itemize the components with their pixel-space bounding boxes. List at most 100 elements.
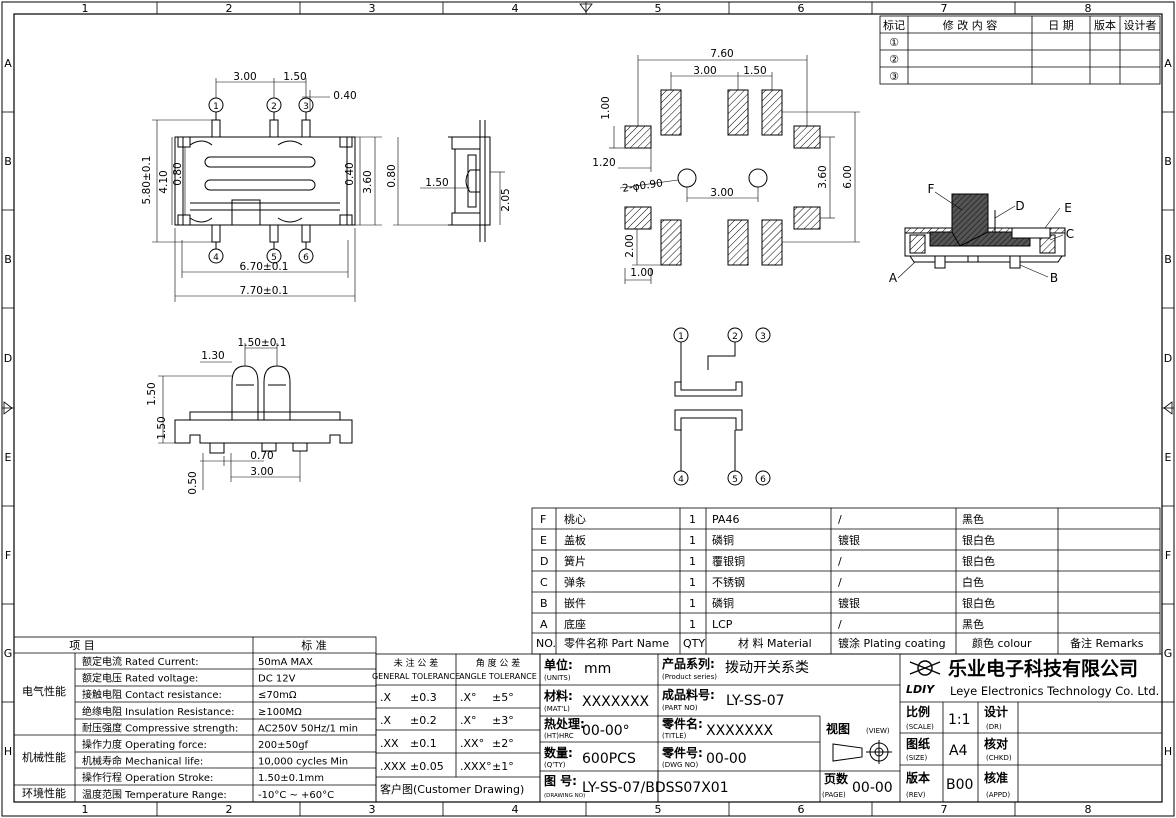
spec-value: ≥100MΩ: [258, 707, 302, 718]
spec-group-name: 环境性能: [22, 786, 66, 800]
company-name-en: Leye Electronics Technology Co. Ltd.: [950, 684, 1159, 698]
tolerance-angle: .X°: [460, 691, 477, 704]
part-no-sub: (PART NO): [662, 704, 698, 712]
dim-label: 0.80: [386, 164, 398, 187]
row-label: B: [4, 155, 12, 168]
spec-group-name: 电气性能: [22, 684, 66, 698]
row-label: D: [4, 352, 12, 365]
tolerance-general: .XX: [380, 737, 399, 750]
spec-value: -10°C ~ +60°C: [258, 790, 334, 801]
col-label: 7: [941, 2, 948, 15]
dim-label: 7.70±0.1: [240, 285, 289, 297]
row-label: A: [1164, 57, 1172, 70]
dim-label: 3.00: [250, 466, 273, 478]
spec-label: 绝缘电阻 Insulation Resistance:: [82, 705, 235, 718]
dim-label: 1.50: [425, 177, 448, 189]
tolerance-angle: .XXX°: [460, 760, 492, 773]
part-no-cell: B: [540, 597, 548, 610]
checked-label: 核对: [984, 736, 1008, 751]
col-label: 6: [798, 803, 805, 816]
part-material-cell: LCP: [712, 618, 733, 631]
spec-label: 温度范围 Temperature Range:: [82, 788, 227, 801]
part-qty-cell: 1: [689, 534, 696, 547]
pin-number: 4: [678, 475, 684, 485]
pin-number: 4: [213, 253, 219, 263]
heat-sub: (HT)HRC: [544, 732, 574, 740]
dim-label: 1.50±0.1: [238, 337, 287, 349]
parts-header: 材 料 Material: [738, 636, 812, 650]
part-no-cell: F: [540, 513, 546, 526]
tolerance-angle: .XX°: [460, 737, 484, 750]
dim-label: 3.60: [817, 165, 829, 188]
row-label: H: [1164, 745, 1172, 758]
dim-label: 6.00: [842, 165, 854, 188]
dim-label: 0.40: [333, 90, 356, 102]
dim-label: 7.60: [710, 48, 733, 60]
parts-header: QTY: [683, 637, 705, 650]
dim-label: 6.70±0.1: [240, 261, 289, 273]
scale-label: 比例: [906, 704, 930, 719]
size-label: 图纸: [906, 736, 930, 751]
col-label: 8: [1085, 803, 1092, 816]
rev-label: 版本: [906, 770, 930, 785]
spec-value: 10,000 cycles Min: [258, 757, 348, 768]
dim-label: 1.00: [600, 96, 612, 119]
spec-value: 50mA MAX: [258, 657, 313, 668]
spec-value: AC250V 50Hz/1 min: [258, 723, 358, 734]
part-plating-cell: /: [838, 555, 842, 568]
title-block: [539, 653, 1163, 803]
part-material-cell: PA46: [712, 513, 739, 526]
col-label: 7: [941, 803, 948, 816]
part-no-label: 成品料号:: [662, 687, 715, 702]
tolerance-angle-value: ±3°: [492, 714, 514, 727]
material-label: 材料:: [543, 688, 573, 703]
col-label: 6: [798, 2, 805, 15]
dim-label: 2-φ0.90: [622, 177, 664, 195]
row-label: A: [4, 57, 12, 70]
col-label: 5: [655, 2, 662, 15]
dim-label: 1.00: [630, 267, 653, 279]
rev-header: 日 期: [1048, 19, 1074, 32]
row-label: F: [5, 549, 11, 562]
dim-label: 3.60: [362, 170, 374, 193]
revision-table: [879, 15, 1161, 85]
tolerance-angle-value: ±1°: [492, 760, 514, 773]
part-plating-cell: 镀银: [838, 533, 860, 547]
dwg-no-sub: (DWG NO): [662, 761, 698, 769]
part-name-cell: 簧片: [564, 554, 586, 568]
material-sub: (MAT'L): [544, 705, 570, 713]
part-name-cell: 盖板: [564, 533, 586, 547]
front-view: [174, 365, 353, 454]
circuit-diagram: [673, 327, 771, 486]
pcb-dimensions: [609, 55, 860, 284]
company-name-cn: 乐业电子科技有限公司: [948, 657, 1138, 680]
tolerance-general: .X: [380, 691, 391, 704]
part-qty-cell: 1: [689, 597, 696, 610]
col-label: 4: [512, 2, 519, 15]
part-material-cell: 不锈钢: [712, 576, 745, 589]
part-colour-cell: 银白色: [962, 533, 995, 547]
rev-mark: ③: [889, 70, 899, 83]
checked-sub: (CHKD): [986, 754, 1012, 762]
title-label: 零件名:: [661, 716, 703, 731]
dim-label: 3.00: [693, 65, 716, 77]
dim-label: 5.80±0.1: [141, 156, 153, 205]
part-plating-cell: /: [838, 513, 842, 526]
tolerance-general-value: ±0.05: [410, 760, 444, 773]
pin-number: 3: [760, 332, 766, 342]
col-label: 5: [655, 803, 662, 816]
col-label: 1: [82, 803, 89, 816]
dim-label: 1.30: [201, 350, 224, 362]
spec-label: 接触电阻 Contact resistance:: [82, 688, 222, 701]
col-label: 1: [82, 2, 89, 15]
pin-number: 1: [678, 332, 684, 342]
material-value: XXXXXXX: [582, 694, 650, 710]
section-view: [904, 193, 1066, 269]
spec-label: 额定电流 Rated Current:: [82, 655, 199, 668]
spec-header: 标 准: [301, 638, 327, 652]
parts-header: 颜色 colour: [972, 636, 1032, 650]
pin-number: 3: [303, 102, 309, 112]
pcb-layout: [624, 89, 821, 266]
part-name-cell: 弹条: [564, 575, 586, 589]
part-no-cell: E: [540, 534, 547, 547]
